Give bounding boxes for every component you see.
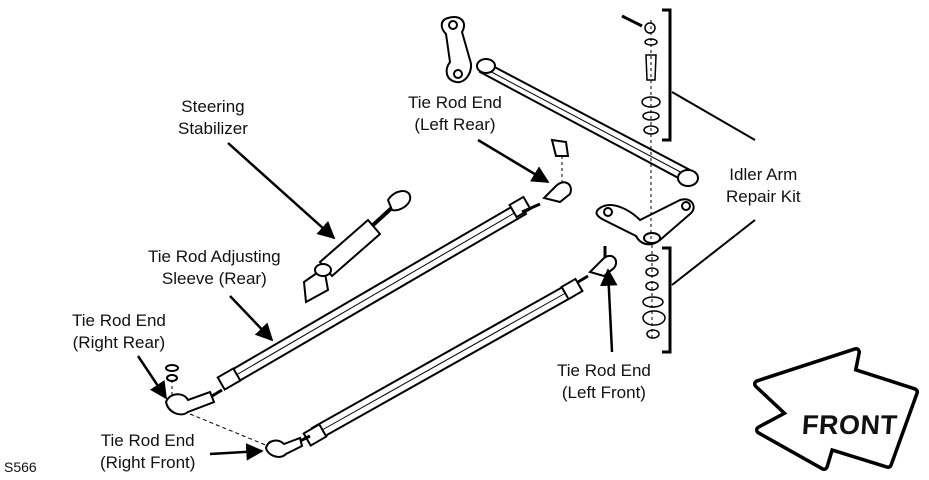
rear-tie-rod-sleeve (216, 195, 532, 391)
label-tie-rod-end-right-rear: Tie Rod End (Right Rear) (72, 311, 166, 352)
front-tie-rod-sleeve (302, 277, 584, 447)
steering-stabilizer-part (302, 190, 412, 304)
label-idler-arm-repair-kit: Idler Arm Repair Kit (726, 165, 801, 206)
front-arrow-label: FRONT (800, 410, 899, 440)
idler-kit-upper-parts (621, 14, 661, 245)
leader-arrows (136, 138, 618, 461)
idler-kit-lower-parts (642, 245, 666, 340)
center-link (476, 58, 699, 187)
front-direction-arrow (753, 347, 919, 471)
label-tie-rod-end-left-rear: Tie Rod End (Left Rear) (408, 93, 502, 134)
label-tie-rod-end-left-front: Tie Rod End (Left Front) (557, 361, 651, 402)
label-tie-rod-end-right-front: Tie Rod End (Right Front) (100, 431, 196, 472)
idler-kit-brackets (662, 8, 756, 354)
figure-code: S566 (4, 459, 37, 475)
label-steering-stabilizer: Steering Stabilizer (178, 97, 248, 138)
tie-rod-end-parts (164, 138, 618, 458)
pitman-arm (440, 16, 472, 84)
label-tie-rod-adjusting-sleeve-rear: Tie Rod Adjusting Sleeve (Rear) (148, 247, 281, 288)
idler-arm (595, 198, 695, 246)
